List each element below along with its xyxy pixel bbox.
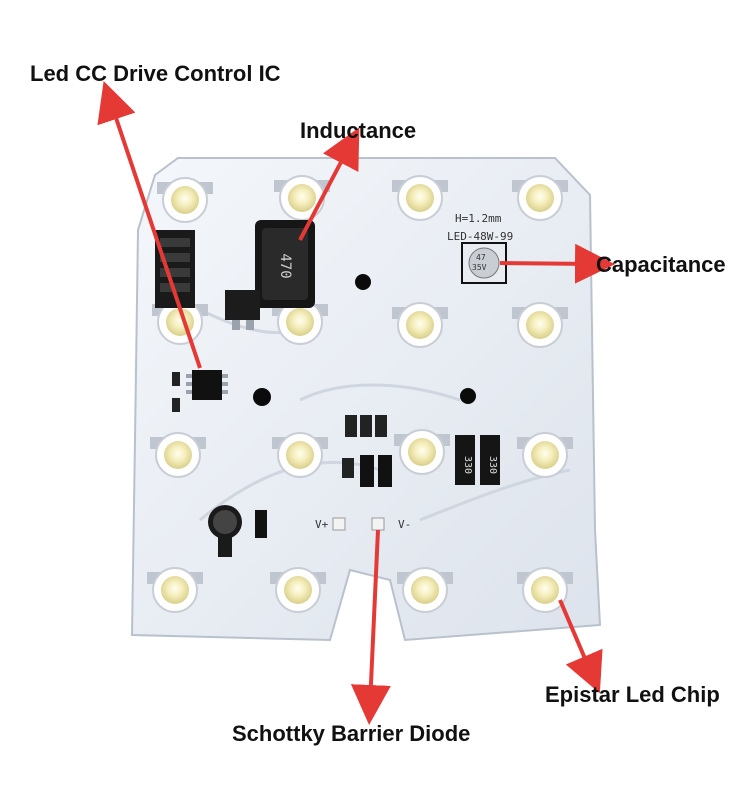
led-chip — [392, 175, 448, 221]
arrow-diode — [350, 529, 391, 725]
inductor-code-text: 470 — [277, 253, 293, 278]
inductor: 470 — [255, 220, 315, 308]
led-chip — [512, 302, 568, 348]
v-minus-text: V- — [398, 518, 411, 531]
led-chip — [272, 299, 328, 345]
input-capacitor — [208, 505, 267, 557]
led-chip — [272, 432, 328, 478]
led-chip — [392, 302, 448, 348]
callout-capacitance: Capacitance — [596, 252, 726, 277]
callout-led-chip: Epistar Led Chip — [545, 682, 720, 707]
callout-arrows — [97, 81, 615, 725]
resistor-2-text: 330 — [487, 456, 498, 474]
board-model-text: LED-48W-99 — [447, 230, 513, 243]
schottky-diodes — [342, 415, 392, 487]
arrow-driver-ic — [97, 81, 202, 369]
callout-inductance: Inductance — [300, 118, 417, 143]
led-chip — [517, 567, 573, 613]
electrolytic-capacitor: 47 35V — [461, 242, 507, 284]
led-chip — [512, 175, 568, 221]
sense-resistors: 330 330 — [455, 435, 500, 485]
callout-driver-ic: Led CC Drive Control IC — [30, 61, 281, 86]
led-chip — [397, 567, 453, 613]
arrow-inductance — [298, 127, 360, 241]
driver-ic — [172, 370, 228, 412]
arrow-capacitance — [499, 243, 615, 284]
mounting-holes — [253, 274, 476, 406]
led-chip — [147, 567, 203, 613]
callout-diode: Schottky Barrier Diode — [232, 721, 471, 746]
led-chip — [270, 567, 326, 613]
resistor-1-text: 330 — [462, 456, 473, 474]
led-chip — [157, 177, 213, 223]
mosfet — [225, 290, 260, 330]
arrow-led-chip — [558, 599, 603, 694]
board-thickness-text: H=1.2mm — [455, 212, 502, 225]
led-chip — [517, 432, 573, 478]
capacitor-value-text: 47 — [476, 253, 486, 262]
resistor-array — [155, 230, 195, 308]
capacitor-voltage-text: 35V — [472, 263, 487, 272]
v-plus-text: V+ — [315, 518, 329, 531]
led-chip — [150, 432, 206, 478]
led-chip — [394, 429, 450, 475]
